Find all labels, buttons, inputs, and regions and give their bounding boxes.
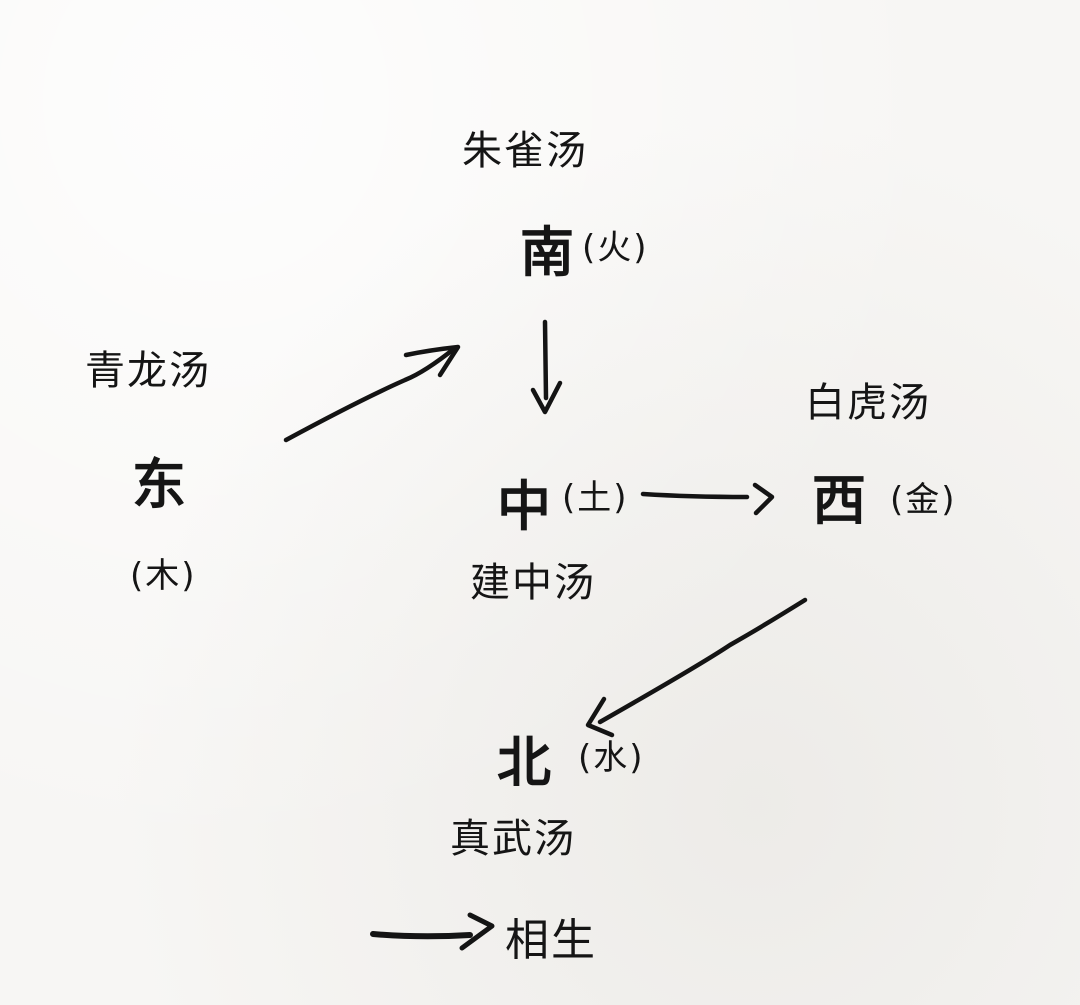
south-element-label: (火): [582, 228, 649, 268]
east-decoction-label: 青龙汤: [85, 348, 211, 394]
legend-arrow: [370, 912, 495, 951]
center-element-label: (土): [562, 478, 629, 518]
east-element-label: (木): [130, 556, 197, 596]
north-element-label: (水): [578, 738, 645, 778]
north-direction-label: 北: [497, 731, 553, 794]
arrow-south-to-center: [530, 319, 563, 415]
arrow-center-to-west: [640, 482, 775, 516]
arrow-east-to-south: [283, 344, 461, 443]
south-decoction-label: 朱雀汤: [462, 128, 588, 174]
legend-label: 相生: [505, 915, 597, 966]
west-decoction-label: 白虎汤: [805, 380, 931, 426]
north-decoction-label: 真武汤: [450, 816, 576, 862]
center-direction-label: 中: [497, 475, 553, 538]
arrow-west-to-north: [585, 597, 808, 738]
center-decoction-label: 建中汤: [470, 560, 596, 606]
south-direction-label: 南: [520, 221, 576, 284]
west-direction-label: 西: [812, 469, 868, 532]
east-direction-label: 东: [132, 453, 188, 516]
west-element-label: (金): [890, 480, 957, 520]
